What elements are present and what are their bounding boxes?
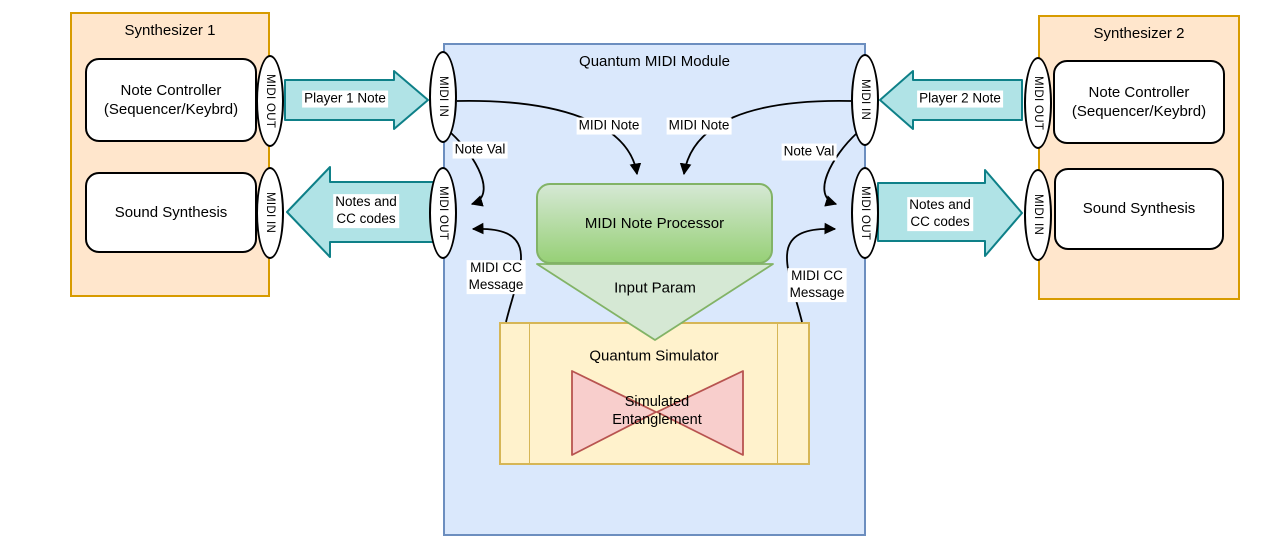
synth2-midi-out-port: MIDI OUT <box>1024 57 1052 149</box>
synth1-midi-out-port: MIDI OUT <box>256 55 284 147</box>
module-left-midi-in-label: MIDI IN <box>437 76 449 118</box>
note-controller-2-box: Note Controller (Sequencer/Keybrd) <box>1053 60 1225 144</box>
midi-note-left-connector <box>456 100 642 176</box>
module-right-midi-in-port: MIDI IN <box>851 54 879 146</box>
entanglement-bowtie-right <box>656 370 744 456</box>
quantum-simulator-label: Quantum Simulator <box>589 347 719 365</box>
sound-synthesis-2-box: Sound Synthesis <box>1054 168 1224 250</box>
midi-cc-right-connector <box>786 222 837 323</box>
module-right-midi-out-port: MIDI OUT <box>851 167 879 259</box>
quantum-midi-module-title: Quantum MIDI Module <box>579 53 730 70</box>
midi-note-label-1: MIDI Note <box>576 117 642 135</box>
note-val-left-connector <box>450 132 485 207</box>
input-param-triangle <box>536 263 774 341</box>
synth2-midi-in-label: MIDI IN <box>1032 194 1044 236</box>
midi-note-processor-box: MIDI Note Processor <box>536 183 773 264</box>
module-left-midi-in-port: MIDI IN <box>429 51 457 143</box>
module-right-midi-in-label: MIDI IN <box>859 79 871 121</box>
synth1-midi-out-label: MIDI OUT <box>264 73 276 129</box>
midi-note-label-2: MIDI Note <box>666 117 732 135</box>
note-val-left-label: Note Val <box>452 141 508 159</box>
quantum-simulator-right-bar <box>777 324 778 463</box>
midi-cc-left-label: MIDI CC Message <box>466 260 526 294</box>
quantum-simulator-box <box>499 322 810 465</box>
note-val-right-connector <box>823 132 858 207</box>
midi-cc-left-connector <box>471 222 522 323</box>
entanglement-bowtie-left <box>571 370 657 456</box>
module-right-midi-out-label: MIDI OUT <box>859 185 871 241</box>
synthesizer-1-title: Synthesizer 1 <box>124 22 216 39</box>
synth2-midi-out-label: MIDI OUT <box>1032 75 1044 131</box>
notes-cc-left-label: Notes and CC codes <box>333 194 399 228</box>
module-left-midi-out-label: MIDI OUT <box>437 185 449 241</box>
midi-note-right-connector <box>679 100 852 176</box>
quantum-simulator-left-bar <box>529 324 530 463</box>
synth1-midi-in-label: MIDI IN <box>264 192 276 234</box>
player-2-note-label: Player 2 Note <box>917 90 1003 108</box>
synth2-midi-in-port: MIDI IN <box>1024 169 1052 261</box>
synth1-midi-in-port: MIDI IN <box>256 167 284 259</box>
sound-synthesis-1-box: Sound Synthesis <box>85 172 257 253</box>
input-param-label: Input Param <box>614 279 696 297</box>
note-val-right-label: Note Val <box>781 143 837 161</box>
note-controller-1-box: Note Controller (Sequencer/Keybrd) <box>85 58 257 142</box>
synthesizer-2-title: Synthesizer 2 <box>1093 25 1185 42</box>
player-1-note-label: Player 1 Note <box>302 90 388 108</box>
module-left-midi-out-port: MIDI OUT <box>429 167 457 259</box>
notes-cc-right-label: Notes and CC codes <box>907 197 973 231</box>
simulated-entanglement-label: Simulated Entanglement <box>612 393 702 428</box>
midi-cc-right-label: MIDI CC Message <box>787 268 847 302</box>
